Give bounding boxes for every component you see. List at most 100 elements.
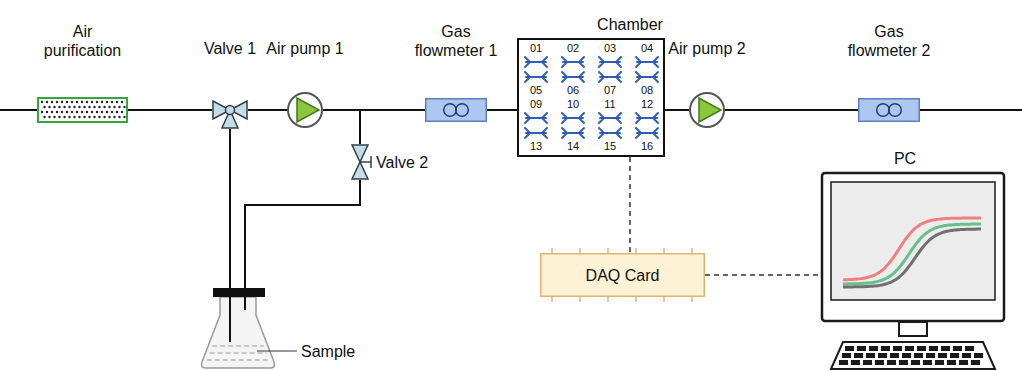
valve-handle [360,161,371,163]
pump-body [690,93,724,127]
card-pin [579,248,581,253]
filter-dot [61,111,63,113]
keyboard-key [950,353,959,358]
card-pin [635,248,637,253]
pc-monitor: PC [821,172,1005,371]
keyboard-key [890,353,899,358]
outlet-pipe [920,109,1022,111]
sensor-icon [599,133,604,138]
filter-dot [73,116,75,118]
sensor-icon [525,72,530,77]
sensor-number: 05 [521,84,551,97]
keyboard-key [899,360,908,365]
keyboard-key [959,360,968,365]
sensor-icon [616,77,621,82]
three-way-valve-outline [212,97,248,129]
gas-sensor: 11 [595,98,625,125]
filter-dot [118,106,120,108]
signal-cable [629,157,631,253]
sensor-icon [653,118,658,123]
component-label: Sample [301,342,355,361]
sensor-icon [616,113,621,118]
filter-dot [123,116,125,118]
filter-dot [46,111,48,113]
gas-pipe [229,129,231,288]
flask-stopper [213,288,265,297]
gas-pipe [128,109,212,111]
filter-dot [43,116,45,118]
sensor-number: 03 [595,42,625,55]
gas-sensor: 05 [521,70,551,97]
sensor-number: 14 [558,140,588,153]
sensor-icon [562,57,567,62]
keyboard-key [902,353,911,358]
filter-dot [123,106,125,108]
air-pump-outline [287,92,323,128]
filter-dot [93,116,95,118]
filter-dot [56,101,58,103]
gas-sensor: 03 [595,42,625,69]
card-pin [691,297,693,302]
component-label: Air pump 1 [266,39,343,58]
sensor-icon [562,72,567,77]
flowmeter-body [426,99,487,122]
pump-triangle [297,98,319,122]
filter-dot [88,106,90,108]
gas-flowmeter-outline [425,98,487,122]
sensor-number: 13 [521,140,551,153]
sensor-icon [599,113,604,118]
sensor-number: 11 [595,98,625,111]
keyboard [831,342,995,369]
sensor-icon [525,133,530,138]
sensor-icon [579,133,584,138]
gas-sensor: 02 [558,42,588,69]
sensor-icon [579,57,584,62]
keyboard-key [887,360,896,365]
keyboard-key [878,353,887,358]
air-pump: Air pump 2 [689,92,725,128]
sensor-icon [599,118,604,123]
monitor-stand [899,322,927,336]
gas-pipe [725,109,858,111]
sensor-number: 09 [521,98,551,111]
pump-body [288,93,322,127]
valve-wedge [352,145,368,162]
filter-dot [98,106,100,108]
filter-dot [41,101,43,103]
gas-flowmeter: Gas flowmeter 1 [425,98,487,122]
filter-dot [41,111,43,113]
component-label: Air purification [37,22,129,60]
keyboard-key [938,353,947,358]
gas-pipe [248,109,287,111]
filter-dot [116,101,118,103]
sensor-number: 02 [558,42,588,55]
sensor-icon [542,118,547,123]
filter-dot [86,111,88,113]
sensor-icon [525,113,530,118]
keyboard-key [869,346,878,351]
sensor-icon [636,57,641,62]
sensor-icon [599,128,604,133]
valve-hub [226,106,235,115]
filter-dot [68,106,70,108]
sensor-icon [636,72,641,77]
chamber-wall [518,39,664,156]
sensor-icon [653,72,658,77]
filter-dot [108,116,110,118]
card-pin [691,248,693,253]
keyboard-key [839,360,848,365]
filter-dot [101,111,103,113]
signal-cable [705,274,821,276]
sensor-number: 04 [632,42,662,55]
sensor-number: 08 [632,84,662,97]
sensor-number: 15 [595,140,625,153]
sensor-icon [579,62,584,67]
filter-dot [46,101,48,103]
flowmeter-rotor [877,104,890,117]
card-pin [551,297,553,302]
filter-dot [86,101,88,103]
gas-sensor: 07 [595,70,625,97]
sensor-icon [562,133,567,138]
sensor-icon [599,77,604,82]
